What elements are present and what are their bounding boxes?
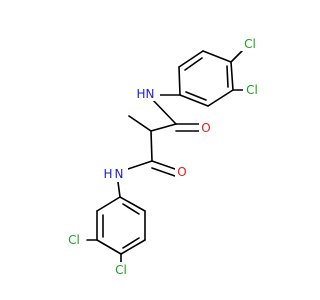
bond — [230, 50, 243, 63]
bonds — [86, 50, 244, 263]
bond — [150, 97, 177, 125]
bond — [230, 61, 234, 91]
bond — [185, 91, 207, 101]
bond — [178, 66, 181, 96]
bond — [122, 203, 140, 215]
bond — [96, 239, 122, 255]
structure-diagram: Cl Cl H N O O H N Cl Cl — [63, 35, 259, 278]
h-atom-label: H — [103, 167, 112, 181]
bond — [96, 196, 121, 212]
bond — [150, 123, 177, 132]
chlorine-atom-label: Cl — [115, 263, 127, 277]
bond — [202, 50, 232, 63]
bond — [151, 160, 176, 170]
bond — [178, 50, 204, 68]
bond — [150, 130, 153, 162]
oxygen-atom-label: O — [177, 165, 186, 179]
bond — [179, 94, 209, 107]
molecule-drawing: Cl Cl H N O O H N Cl Cl — [63, 35, 259, 278]
nitrogen-atom-label: N — [146, 87, 155, 101]
chlorine-atom-label: Cl — [68, 233, 80, 247]
h-atom-label: H — [136, 87, 145, 101]
bond — [226, 65, 229, 88]
chlorine-atom-label: Cl — [246, 83, 258, 97]
bond — [117, 181, 121, 198]
bond — [120, 239, 146, 255]
oxygen-atom-label: O — [201, 121, 210, 135]
bond — [207, 89, 234, 107]
bond — [122, 237, 140, 249]
bond — [119, 196, 146, 212]
bond — [151, 167, 176, 177]
atom-labels: Cl Cl H N O O H N Cl Cl — [63, 35, 259, 278]
bond — [184, 57, 203, 71]
nitrogen-atom-label: N — [115, 167, 124, 181]
bond — [124, 160, 153, 171]
chlorine-atom-label: Cl — [244, 37, 256, 51]
bond — [128, 115, 152, 132]
